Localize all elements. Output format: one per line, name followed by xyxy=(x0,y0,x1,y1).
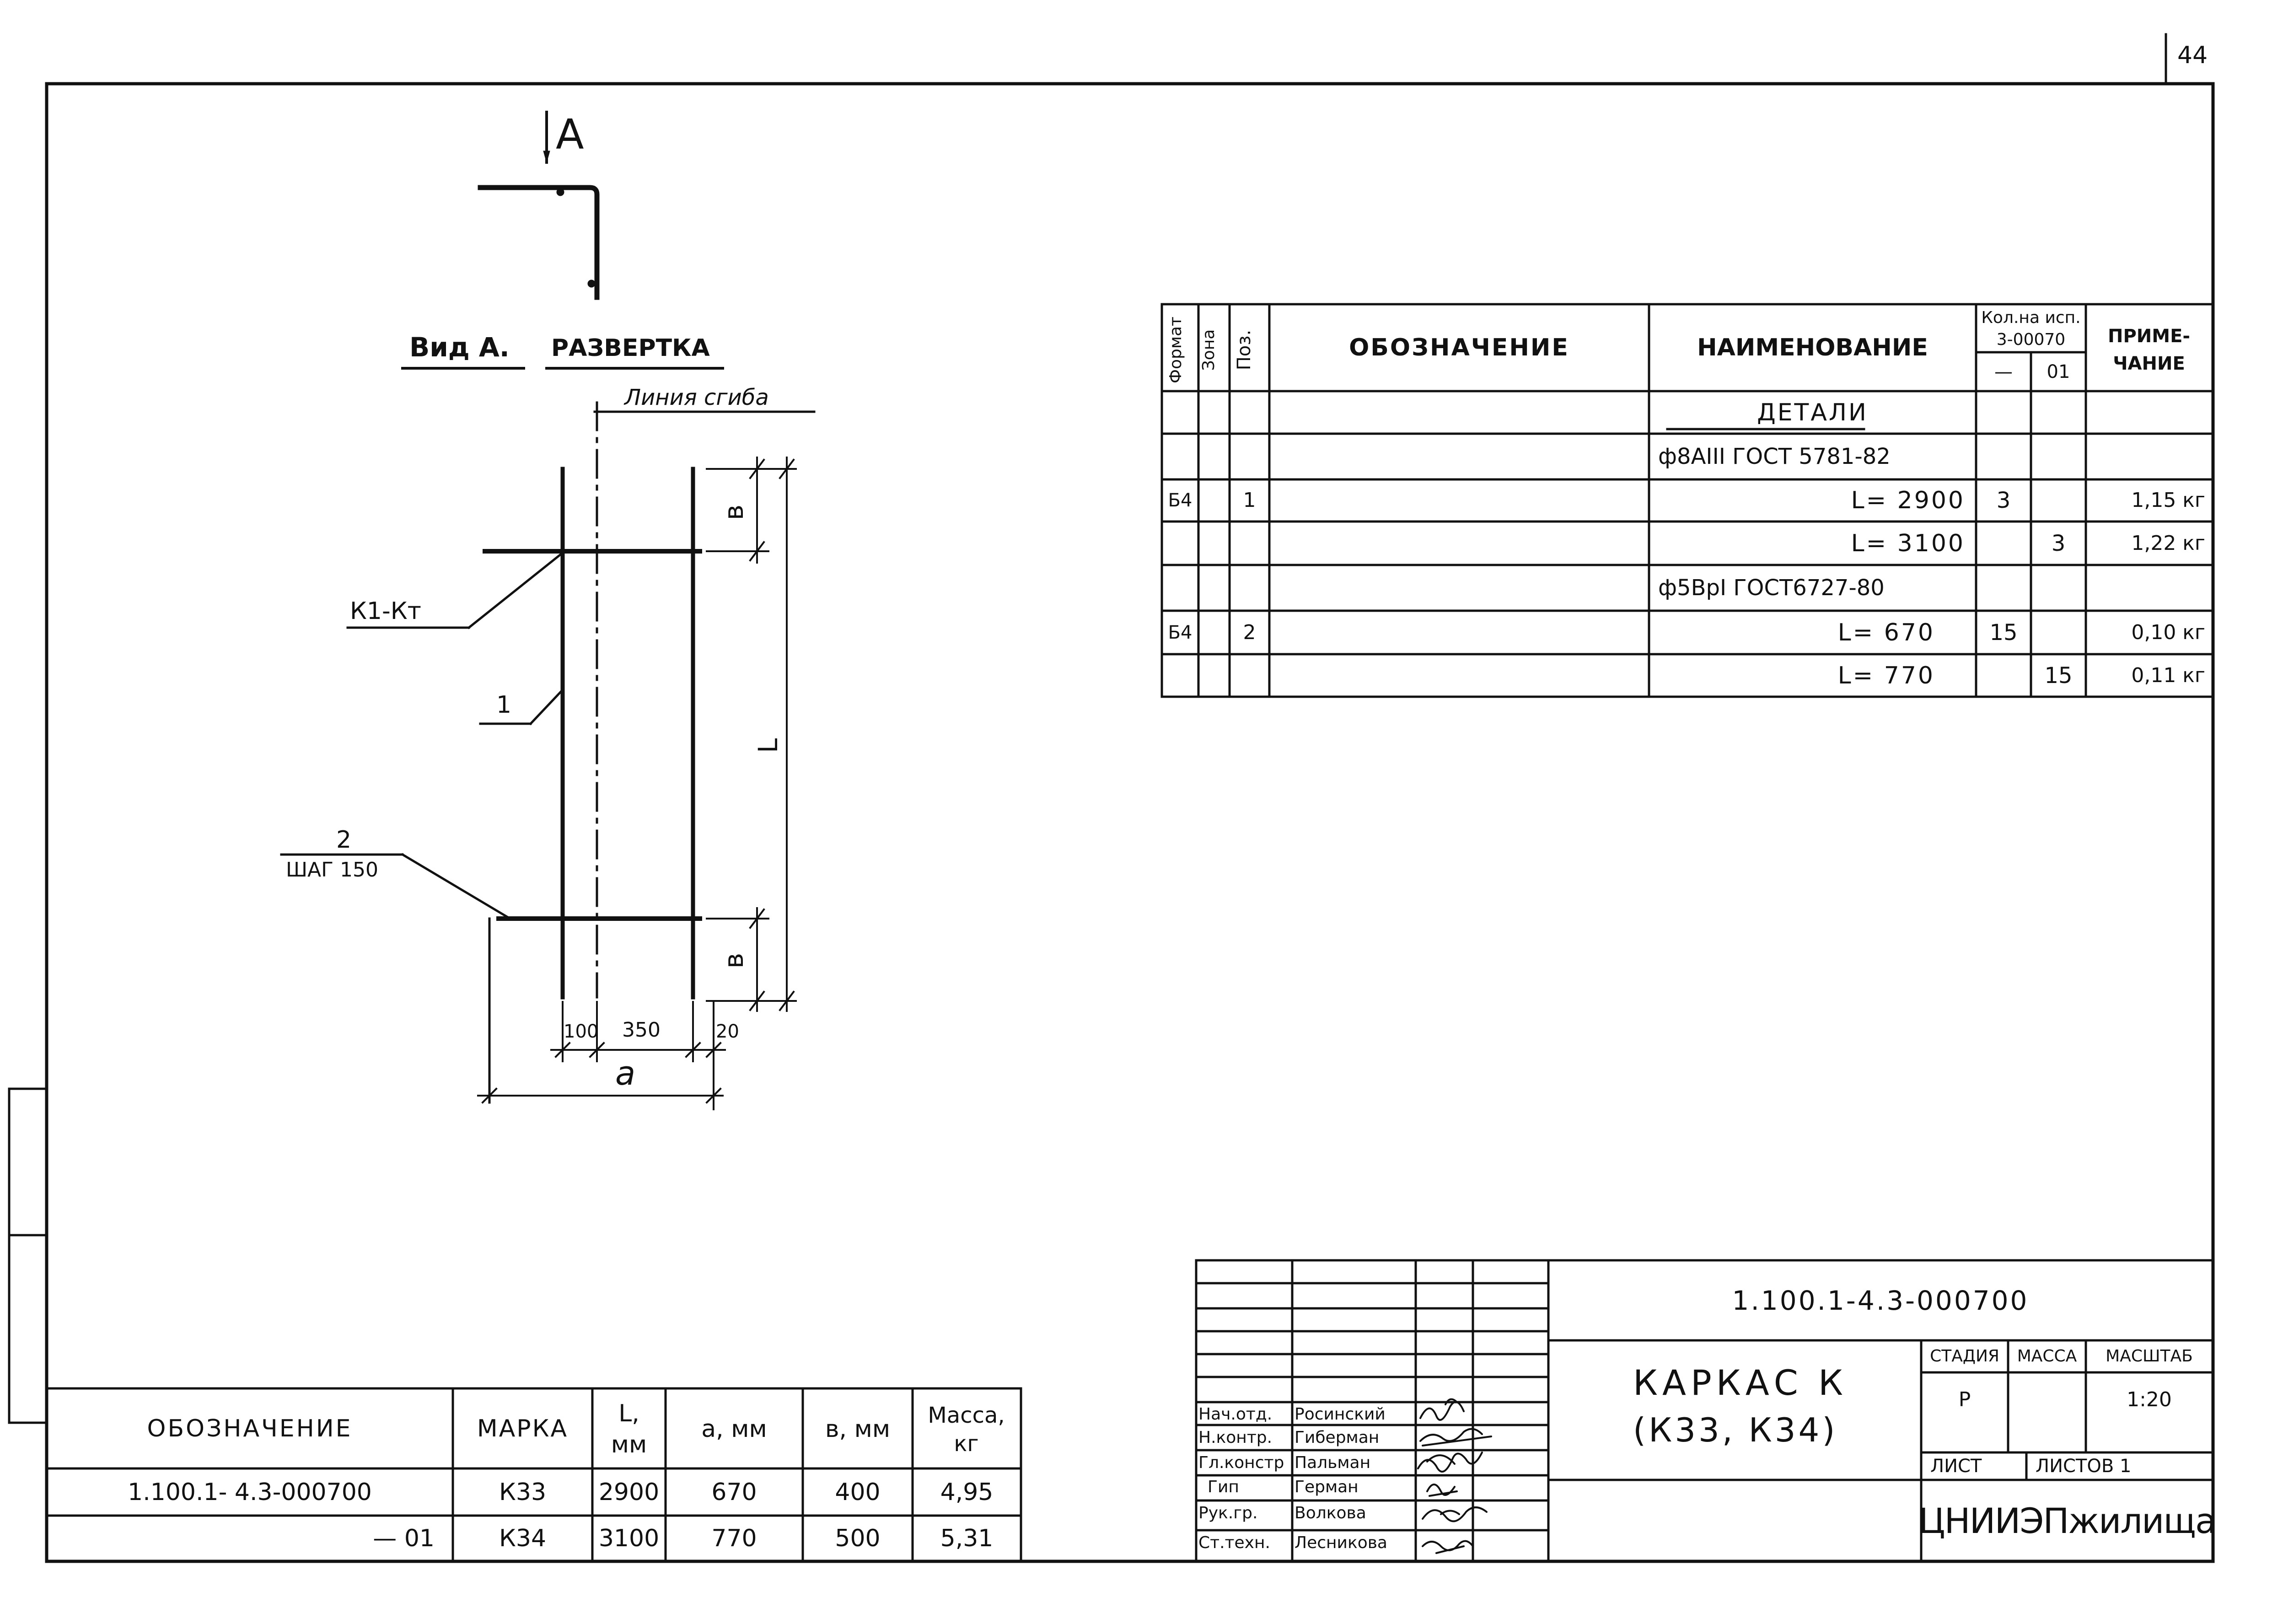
spec-row-qty2: 15 xyxy=(2044,662,2073,688)
mark-row-b: 400 xyxy=(835,1478,881,1506)
sheet-frame xyxy=(45,82,2215,1563)
signature-name: Волкова xyxy=(1295,1504,1366,1522)
spec-row-name: ф5BpI ГОСТ6727-80 xyxy=(1658,575,1885,601)
mark-row-l: 2900 xyxy=(598,1478,660,1506)
signature-role: Ст.техн. xyxy=(1198,1533,1270,1552)
signature-role: Нач.отд. xyxy=(1198,1405,1273,1424)
signature-name: Лесникова xyxy=(1295,1533,1387,1552)
spec-header-designation: Обозначение xyxy=(1349,334,1569,361)
spec-row-pos: 1 xyxy=(1243,489,1256,512)
spec-header-zone: Зона xyxy=(1199,329,1218,371)
scale-label: Масштаб xyxy=(2106,1347,2193,1366)
dim-20: 20 xyxy=(716,1021,739,1042)
signature-name: Пальман xyxy=(1295,1453,1371,1472)
mark-row-mass: 4,95 xyxy=(940,1478,994,1506)
mark-row-mark: К33 xyxy=(499,1478,547,1506)
joint-label: К1-Кт xyxy=(350,597,421,625)
mark-row-b: 500 xyxy=(835,1525,881,1552)
sheets-count-label: Листов 1 xyxy=(2036,1456,2132,1477)
pitch-label: ШАГ 150 xyxy=(286,858,378,882)
signature-name: Росинский xyxy=(1295,1405,1386,1424)
mark-header-designation: Обозначение xyxy=(147,1414,353,1442)
mark-row-designation: — 01 xyxy=(373,1525,435,1552)
dim-350: 350 xyxy=(622,1018,661,1042)
organization-name: ЦНИИЭПжилища xyxy=(1918,1500,2216,1541)
dim-a: а xyxy=(615,1054,636,1092)
sheet-number: 44 xyxy=(2177,42,2208,69)
sheet-label: Лист xyxy=(1930,1456,1982,1477)
view-arrow-label: A xyxy=(556,111,584,159)
dim-b-top: в xyxy=(718,504,749,521)
signature-role: Рук.гр. xyxy=(1198,1504,1258,1522)
spec-row-qty1: 15 xyxy=(1989,619,2018,645)
spec-row-qty2: 3 xyxy=(2051,530,2066,556)
spec-row-note: 1,15 кг xyxy=(2131,489,2205,512)
spec-row-qty1: 3 xyxy=(1996,488,2011,513)
development-title: Развертка xyxy=(551,334,710,362)
view-a-title: Вид А. xyxy=(409,332,510,363)
stage-label: Стадия xyxy=(1930,1347,1999,1366)
mark-row-designation: 1.100.1- 4.3-000700 xyxy=(128,1478,372,1506)
mass-label: Масса xyxy=(2017,1347,2077,1366)
spec-row-name: ф8АIII ГОСТ 5781-82 xyxy=(1658,444,1891,469)
document-number: 1.100.1-4.3-000700 xyxy=(1732,1285,2029,1316)
spec-header-qty-col1: — xyxy=(1994,361,2013,382)
signature-role: Гип xyxy=(1208,1478,1239,1496)
mark-row-mark: К34 xyxy=(499,1525,547,1552)
spec-row-name: L= 670 xyxy=(1837,618,1935,646)
mark-header-mark: Марка xyxy=(477,1414,569,1442)
mark-header-l: L, мм xyxy=(611,1400,647,1458)
dim-100: 100 xyxy=(564,1021,599,1042)
spec-row-pos: 2 xyxy=(1243,620,1256,644)
bend-line-label: Линия сгиба xyxy=(624,385,769,410)
scale-value: 1:20 xyxy=(2127,1388,2172,1411)
mark-row-a: 770 xyxy=(711,1525,757,1552)
spec-header-note: Приме- чание xyxy=(2108,326,2190,374)
stage-value: Р xyxy=(1958,1388,1971,1411)
spec-section-title: Детали xyxy=(1757,398,1868,426)
signature-role: Н.контр. xyxy=(1198,1428,1273,1447)
mark-row-mass: 5,31 xyxy=(940,1525,994,1552)
spec-header-pos: Поз. xyxy=(1234,329,1255,371)
spec-row-format: Б4 xyxy=(1168,490,1193,511)
signature-role: Гл.констр xyxy=(1198,1453,1284,1472)
mark-row-l: 3100 xyxy=(598,1525,660,1552)
signature-name: Гиберман xyxy=(1295,1428,1380,1447)
spec-row-name: L= 2900 xyxy=(1851,487,1965,514)
signature-name: Герман xyxy=(1295,1478,1359,1496)
mark-row-a: 670 xyxy=(711,1478,757,1506)
dim-l: L xyxy=(752,738,784,753)
spec-row-format: Б4 xyxy=(1168,622,1193,643)
drawing-title-line2: (К33, К34) xyxy=(1633,1411,1838,1449)
dim-b-bottom: в xyxy=(718,952,749,969)
spec-header-format: Формат xyxy=(1166,316,1185,384)
spec-row-name: L= 770 xyxy=(1837,661,1935,689)
spec-header-qty-col2: 01 xyxy=(2047,361,2070,382)
spec-header-name: Наименование xyxy=(1697,334,1928,361)
position-2-label: 2 xyxy=(336,826,352,854)
mark-header-b: в, мм xyxy=(825,1415,891,1443)
spec-header-qty-title: Кол.на исп. xyxy=(1981,308,2081,327)
mark-header-a: a, мм xyxy=(701,1415,767,1443)
spec-header-qty-code: 3-00070 xyxy=(1996,330,2066,349)
position-1-label: 1 xyxy=(496,691,512,719)
spec-row-name: L= 3100 xyxy=(1851,529,1965,557)
spec-row-note: 0,10 кг xyxy=(2131,620,2205,644)
spec-row-note: 0,11 кг xyxy=(2131,663,2205,687)
drawing-title-line1: Каркас К xyxy=(1633,1362,1848,1403)
mark-header-mass: Масса, кг xyxy=(928,1402,1005,1457)
spec-row-note: 1,22 кг xyxy=(2131,531,2205,555)
